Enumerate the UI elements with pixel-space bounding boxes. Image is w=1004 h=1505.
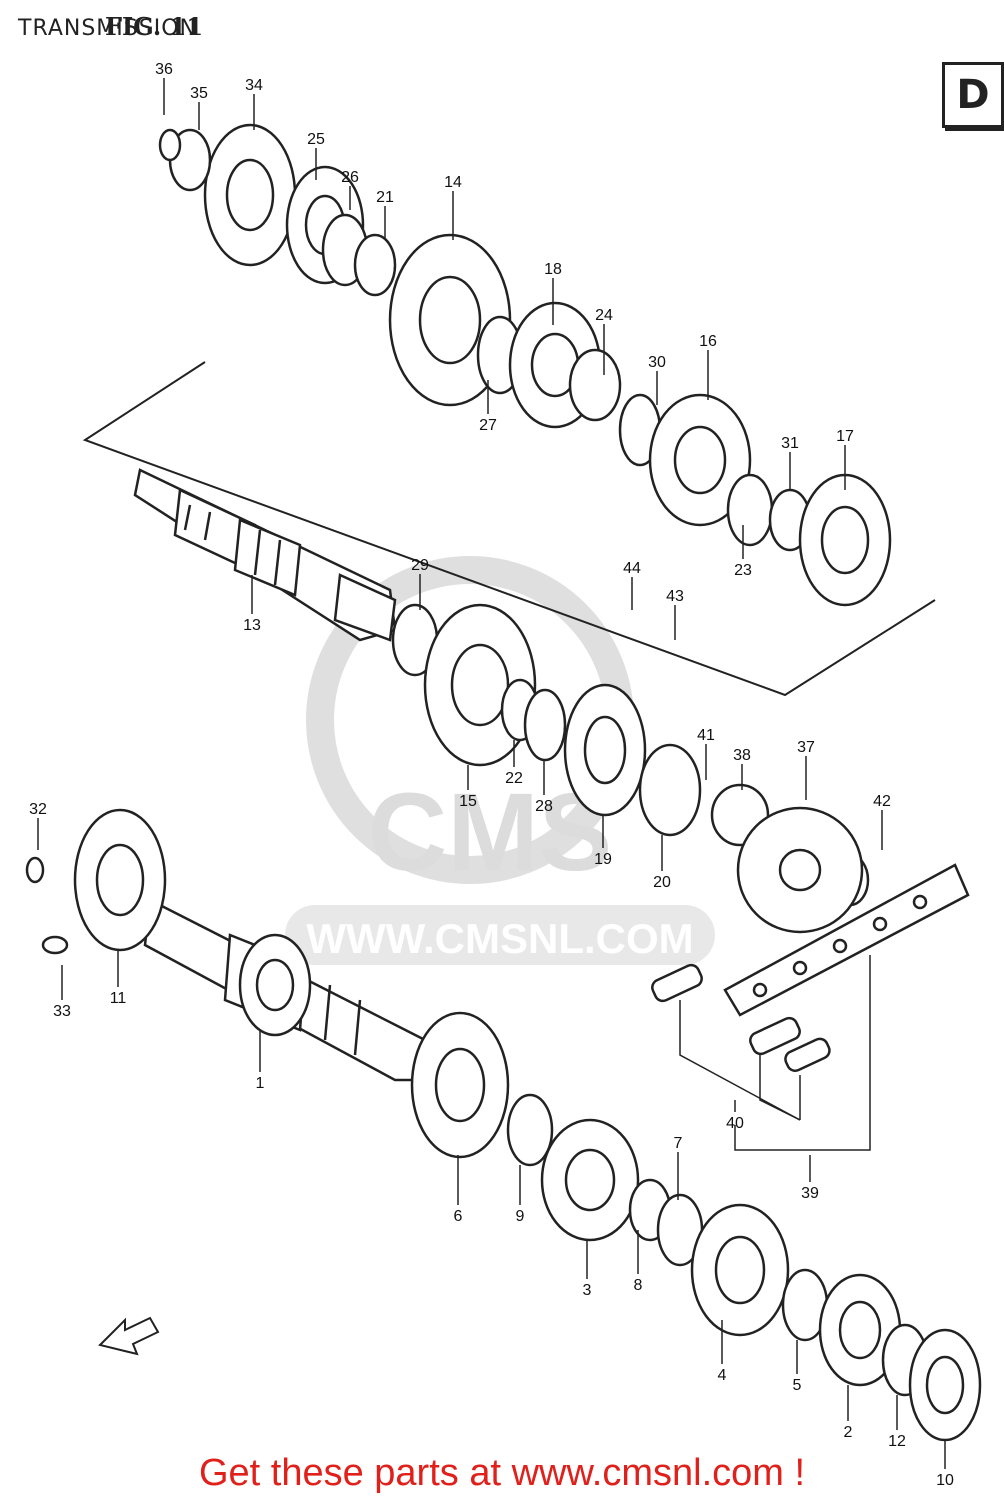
part-label-42: 42 <box>873 793 891 810</box>
part-labels: 1234567891011121314151617181920212223242… <box>29 61 954 1489</box>
part-label-14: 14 <box>444 174 462 191</box>
footer-link[interactable]: Get these parts at www.cmsnl.com ! <box>198 1452 806 1494</box>
part-label-39: 39 <box>801 1185 819 1202</box>
part-bore <box>564 1148 616 1212</box>
part-outline <box>353 233 397 297</box>
part-label-18: 18 <box>544 261 562 278</box>
part-label-27: 27 <box>479 417 497 434</box>
part-label-25: 25 <box>307 131 325 148</box>
part-label-21: 21 <box>376 189 394 206</box>
part-bore <box>255 958 295 1012</box>
part-outline <box>568 348 622 422</box>
part-label-34: 34 <box>245 77 263 94</box>
part-label-3: 3 <box>583 1282 592 1299</box>
part-label-33: 33 <box>53 1003 71 1020</box>
arrow-front-icon <box>98 1316 160 1356</box>
part-label-44: 44 <box>623 560 641 577</box>
part-label-40: 40 <box>726 1115 744 1132</box>
part-label-23: 23 <box>734 562 752 579</box>
part-label-30: 30 <box>648 354 666 371</box>
part-bore <box>838 1300 882 1360</box>
group-bracket <box>679 955 871 1151</box>
part-label-13: 13 <box>243 617 261 634</box>
part-bore <box>225 158 275 232</box>
diagram-title: TRANSMISSION <box>18 16 197 41</box>
part-label-20: 20 <box>653 874 671 891</box>
countershaft <box>133 468 397 642</box>
part-label-15: 15 <box>459 793 477 810</box>
figure-number: FIG. 11 <box>105 12 204 41</box>
part-label-22: 22 <box>505 770 523 787</box>
part-bore <box>95 843 145 917</box>
drive-chain <box>651 863 970 1072</box>
part-label-36: 36 <box>155 61 173 78</box>
part-label-4: 4 <box>718 1367 727 1384</box>
watermark-url: WWW.CMSNL.COM <box>306 915 693 962</box>
part-outline <box>638 743 702 837</box>
part-label-31: 31 <box>781 435 799 452</box>
part-label-6: 6 <box>454 1208 463 1225</box>
part-bore <box>418 275 482 365</box>
part-outline <box>158 128 182 162</box>
part-label-12: 12 <box>888 1433 906 1450</box>
part-outline <box>726 473 774 547</box>
part-label-28: 28 <box>535 798 553 815</box>
watermark: CMS WWW.CMSNL.COM <box>285 556 715 965</box>
parts-group <box>25 123 982 1442</box>
part-label-2: 2 <box>844 1424 853 1441</box>
part-label-5: 5 <box>793 1377 802 1394</box>
watermark-brand: CMS <box>368 771 612 894</box>
part-label-8: 8 <box>634 1277 643 1294</box>
part-outline <box>41 935 69 955</box>
part-outline <box>25 856 45 884</box>
part-label-38: 38 <box>733 747 751 764</box>
part-label-35: 35 <box>190 85 208 102</box>
part-label-24: 24 <box>595 307 613 324</box>
assembly-bracket <box>82 361 936 697</box>
part-label-17: 17 <box>836 428 854 445</box>
part-bore <box>673 425 727 495</box>
part-bore <box>925 1355 965 1415</box>
part-label-1: 1 <box>256 1075 265 1092</box>
part-bore <box>450 643 510 727</box>
part-bore <box>583 715 627 785</box>
part-label-16: 16 <box>699 333 717 350</box>
part-label-11: 11 <box>110 990 127 1007</box>
leader-lines <box>37 78 946 1469</box>
part-label-29: 29 <box>411 557 429 574</box>
part-label-9: 9 <box>516 1208 525 1225</box>
part-label-19: 19 <box>594 851 612 868</box>
part-bore <box>714 1235 766 1305</box>
part-outline <box>523 688 567 762</box>
part-label-32: 32 <box>29 801 47 818</box>
part-label-43: 43 <box>666 588 684 605</box>
part-label-26: 26 <box>341 169 359 186</box>
section-badge-letter: D <box>956 72 990 118</box>
part-bore <box>434 1047 486 1123</box>
part-label-37: 37 <box>797 739 815 756</box>
drive-sprocket <box>736 806 864 934</box>
part-label-10: 10 <box>936 1472 954 1489</box>
section-badge: D <box>942 62 1004 128</box>
part-label-41: 41 <box>697 727 715 744</box>
part-outline <box>506 1093 554 1167</box>
part-bore <box>820 505 870 575</box>
part-label-7: 7 <box>674 1135 683 1152</box>
